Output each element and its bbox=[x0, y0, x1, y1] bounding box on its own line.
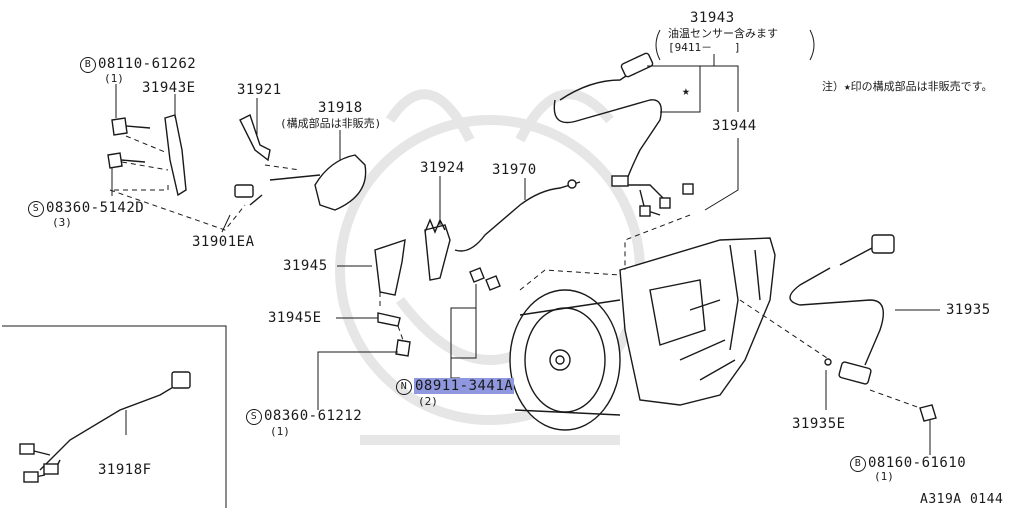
label-31943E: 31943E bbox=[142, 80, 196, 96]
dashed-guides bbox=[109, 135, 921, 409]
label-08360-5142D-qty: (3) bbox=[52, 216, 72, 229]
inset-frame bbox=[2, 325, 227, 508]
dipstick-tube bbox=[454, 179, 581, 252]
label-31935E: 31935E bbox=[792, 416, 846, 432]
bolts bbox=[107, 117, 937, 422]
label-31918F: 31918F bbox=[98, 462, 152, 478]
sensor-31935 bbox=[789, 234, 895, 385]
label-31970: 31970 bbox=[492, 162, 537, 178]
label-08360-61212-qty: (1) bbox=[270, 425, 290, 438]
screw-prefix-badge: S bbox=[28, 201, 44, 217]
screw-prefix-badge-2: S bbox=[246, 409, 262, 425]
label-08160-qty: (1) bbox=[874, 470, 894, 483]
label-31918-note: (構成部品は非販売) bbox=[280, 117, 382, 130]
label-31945E: 31945E bbox=[268, 310, 322, 326]
label-08911-number: 08911-3441A bbox=[414, 378, 515, 394]
label-31921: 31921 bbox=[237, 82, 282, 98]
label-08110-qty: (1) bbox=[104, 72, 124, 85]
label-08911-qty: (2) bbox=[418, 395, 438, 408]
bolt-prefix-badge: B bbox=[80, 57, 96, 73]
inhibitor-switch bbox=[164, 114, 367, 211]
label-31918: 31918 bbox=[318, 100, 363, 116]
transmission-housing bbox=[509, 237, 776, 431]
label-08110-number: 08110-61262 bbox=[98, 56, 197, 72]
label-08160-number: 08160-61610 bbox=[868, 455, 967, 471]
label-31943: 31943 bbox=[690, 10, 735, 26]
label-31945: 31945 bbox=[283, 258, 328, 274]
harness-31918F bbox=[19, 371, 191, 483]
label-31901EA: 31901EA bbox=[192, 234, 255, 250]
footnote: 注）★印の構成部品は非販売です。 bbox=[822, 80, 993, 93]
leader-lines bbox=[111, 54, 940, 455]
label-31935: 31935 bbox=[946, 302, 991, 318]
harness-31944 bbox=[553, 52, 694, 217]
nut-prefix-badge: N bbox=[396, 379, 412, 395]
label-08360-5142D-number: 08360-5142D bbox=[46, 200, 145, 216]
note-brackets bbox=[655, 29, 815, 61]
label-31943-note-1: 油温センサー含みます bbox=[668, 27, 778, 40]
label-08360-61212-number: 08360-61212 bbox=[264, 408, 363, 424]
label-31943-note-2: [9411－ ] bbox=[668, 41, 741, 54]
diagram-code: A319A 0144 bbox=[920, 492, 1004, 507]
brackets bbox=[374, 218, 451, 327]
label-31944: 31944 bbox=[712, 118, 757, 134]
bolt-prefix-badge-2: B bbox=[850, 456, 866, 472]
star-marker: ★ bbox=[682, 84, 691, 99]
label-31924: 31924 bbox=[420, 160, 465, 176]
